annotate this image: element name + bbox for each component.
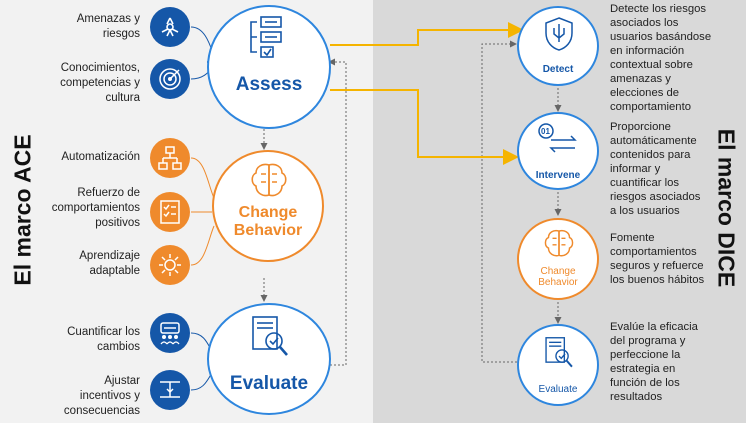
hazard-icon (150, 7, 190, 47)
label-text: Automatización (61, 151, 140, 163)
label-text: Refuerzo de comportamientos positivos (51, 187, 140, 229)
detect-label: Detect (542, 64, 574, 75)
label-reinforcement: Refuerzo de comportamientos positivos (0, 186, 140, 231)
assess-label: Assess (235, 74, 303, 95)
detect-circle: Detect (517, 6, 599, 86)
intervene-description: Proporcione automáticamente contenidos p… (610, 121, 701, 217)
intervene-circle: 01 Intervene (517, 112, 599, 190)
evaluate-label: Evaluate (229, 373, 309, 394)
shield-circuit-icon (545, 17, 573, 51)
swap-arrows-icon: 01 (538, 123, 577, 153)
label-text: Conocimientos, competencias y cultura (60, 62, 140, 104)
assess-to-dice-arrows (330, 22, 524, 165)
label-quantify: Cuantificar los cambios (0, 325, 140, 355)
dice-report-icon (545, 337, 573, 368)
dice-evaluate-circle: Evaluate (517, 324, 599, 406)
label-text: Amenazas y riesgos (76, 13, 140, 40)
evaluate-circle: Evaluate (207, 303, 331, 415)
report-magnifier-icon (252, 316, 288, 356)
label-text: Aprendizaje adaptable (79, 250, 140, 277)
scale-icon (150, 370, 190, 410)
radar-target-icon (150, 59, 190, 99)
label-adaptive-learning: Aprendizaje adaptable (0, 249, 140, 279)
intervene-label: Intervene (535, 170, 581, 181)
assess-circle: Assess (207, 5, 331, 129)
label-text: Cuantificar los cambios (67, 326, 140, 353)
detect-description: Detecte los riesgos asociados los usuari… (610, 3, 712, 113)
ace-flow (260, 58, 347, 366)
people-metrics-icon (150, 313, 190, 353)
brain-icon (251, 163, 287, 197)
change-behavior-description: Fomente comportamientos seguros y refuer… (610, 232, 705, 286)
evaluate-description: Evalúe la eficacia del programa y perfec… (610, 321, 698, 403)
checklist-icon (150, 192, 190, 232)
dice-brain-icon (544, 229, 574, 257)
label-knowledge: Conocimientos, competencias y cultura (0, 61, 140, 106)
dice-change-behavior-label: Change Behavior (538, 266, 578, 288)
adaptive-learning-icon (150, 245, 190, 285)
change-behavior-label: Change Behavior (233, 204, 303, 239)
label-automation: Automatización (0, 150, 140, 165)
label-threats-risks: Amenazas y riesgos (20, 12, 140, 42)
change-behavior-circle: Change Behavior (212, 150, 324, 262)
dice-flow (481, 40, 562, 363)
checklist-clipboard-icon (250, 16, 282, 58)
change-connectors (190, 157, 215, 266)
svg-text:01: 01 (541, 127, 550, 136)
dice-change-behavior-circle: Change Behavior (517, 218, 599, 300)
label-incentives: Ajustar incentivos y consecuencias (0, 374, 140, 419)
dice-evaluate-label: Evaluate (538, 384, 578, 395)
label-text: Ajustar incentivos y consecuencias (63, 375, 140, 417)
workflow-icon (150, 138, 190, 178)
